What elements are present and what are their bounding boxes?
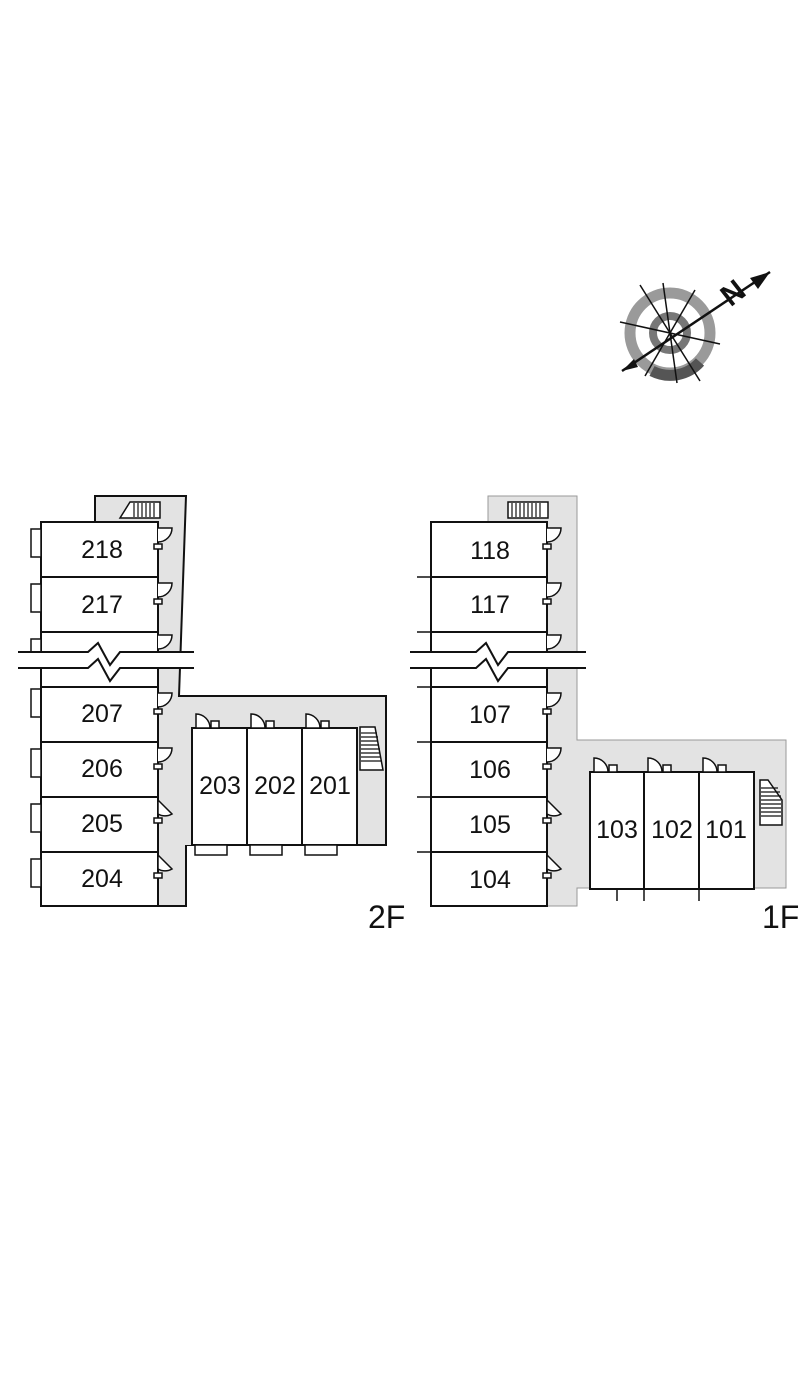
room-number: 118 [470,537,510,565]
floor-label-2f: 2F [368,899,405,935]
room-number: 106 [469,756,511,784]
staircase-icon [507,501,549,519]
room-number: 204 [81,865,123,893]
room-217: 217 [30,576,159,633]
room-number: 201 [309,772,351,800]
room-103: 103 [589,771,645,901]
room-number: 104 [469,866,511,894]
floor-label-1f: 1F [762,899,799,935]
room-number: 205 [81,810,123,838]
room-number: 206 [81,755,123,783]
wall-ticks [417,576,431,853]
room-number: 207 [81,700,123,728]
room-202: 202 [246,727,303,856]
room-204: 204 [30,851,159,907]
room-203: 203 [191,727,248,856]
door-icon [195,713,330,729]
break-line-icon [410,641,586,683]
room-205: 205 [30,796,159,853]
staircase-icon [118,501,161,519]
room-number: 117 [470,591,510,619]
compass-spoke [644,289,696,377]
room-number: 102 [651,816,693,844]
room-number: 103 [596,816,638,844]
room-117: 117 [430,576,548,633]
compass-north-letter: N [715,274,752,313]
compass-arrow-head [750,272,770,289]
compass-arrow-tail [622,359,638,371]
room-number: 105 [469,811,511,839]
room-number: 203 [199,772,241,800]
room-206: 206 [30,741,159,798]
floor-2f: 218 217 207 206 205 204 [18,495,405,935]
break-line-icon [18,641,194,683]
room-number: 101 [705,816,747,844]
room-number: 107 [469,701,511,729]
staircase-icon [359,726,384,771]
room-number: 202 [254,772,296,800]
floor-1f: 118 117 107 106 105 104 [410,495,799,935]
room-107: 107 [430,686,548,743]
room-number: 218 [81,536,123,564]
room-102: 102 [643,771,700,901]
room-101: 101 [698,771,755,901]
compass-rose-icon: N [619,270,771,384]
compass-needle [621,270,771,373]
door-icon [542,527,563,879]
room-218: 218 [30,521,159,578]
room-118: 118 [430,521,548,578]
room-104: 104 [430,851,548,907]
room-106: 106 [430,741,548,798]
door-icon [153,527,174,879]
room-201: 201 [301,727,358,856]
compass-inner-ring [649,312,691,354]
door-icon [593,757,727,773]
room-105: 105 [430,796,548,853]
compass-ring-dark-arc [649,358,705,381]
room-207: 207 [40,686,159,743]
room-number: 217 [81,591,123,619]
staircase-icon [759,779,783,826]
